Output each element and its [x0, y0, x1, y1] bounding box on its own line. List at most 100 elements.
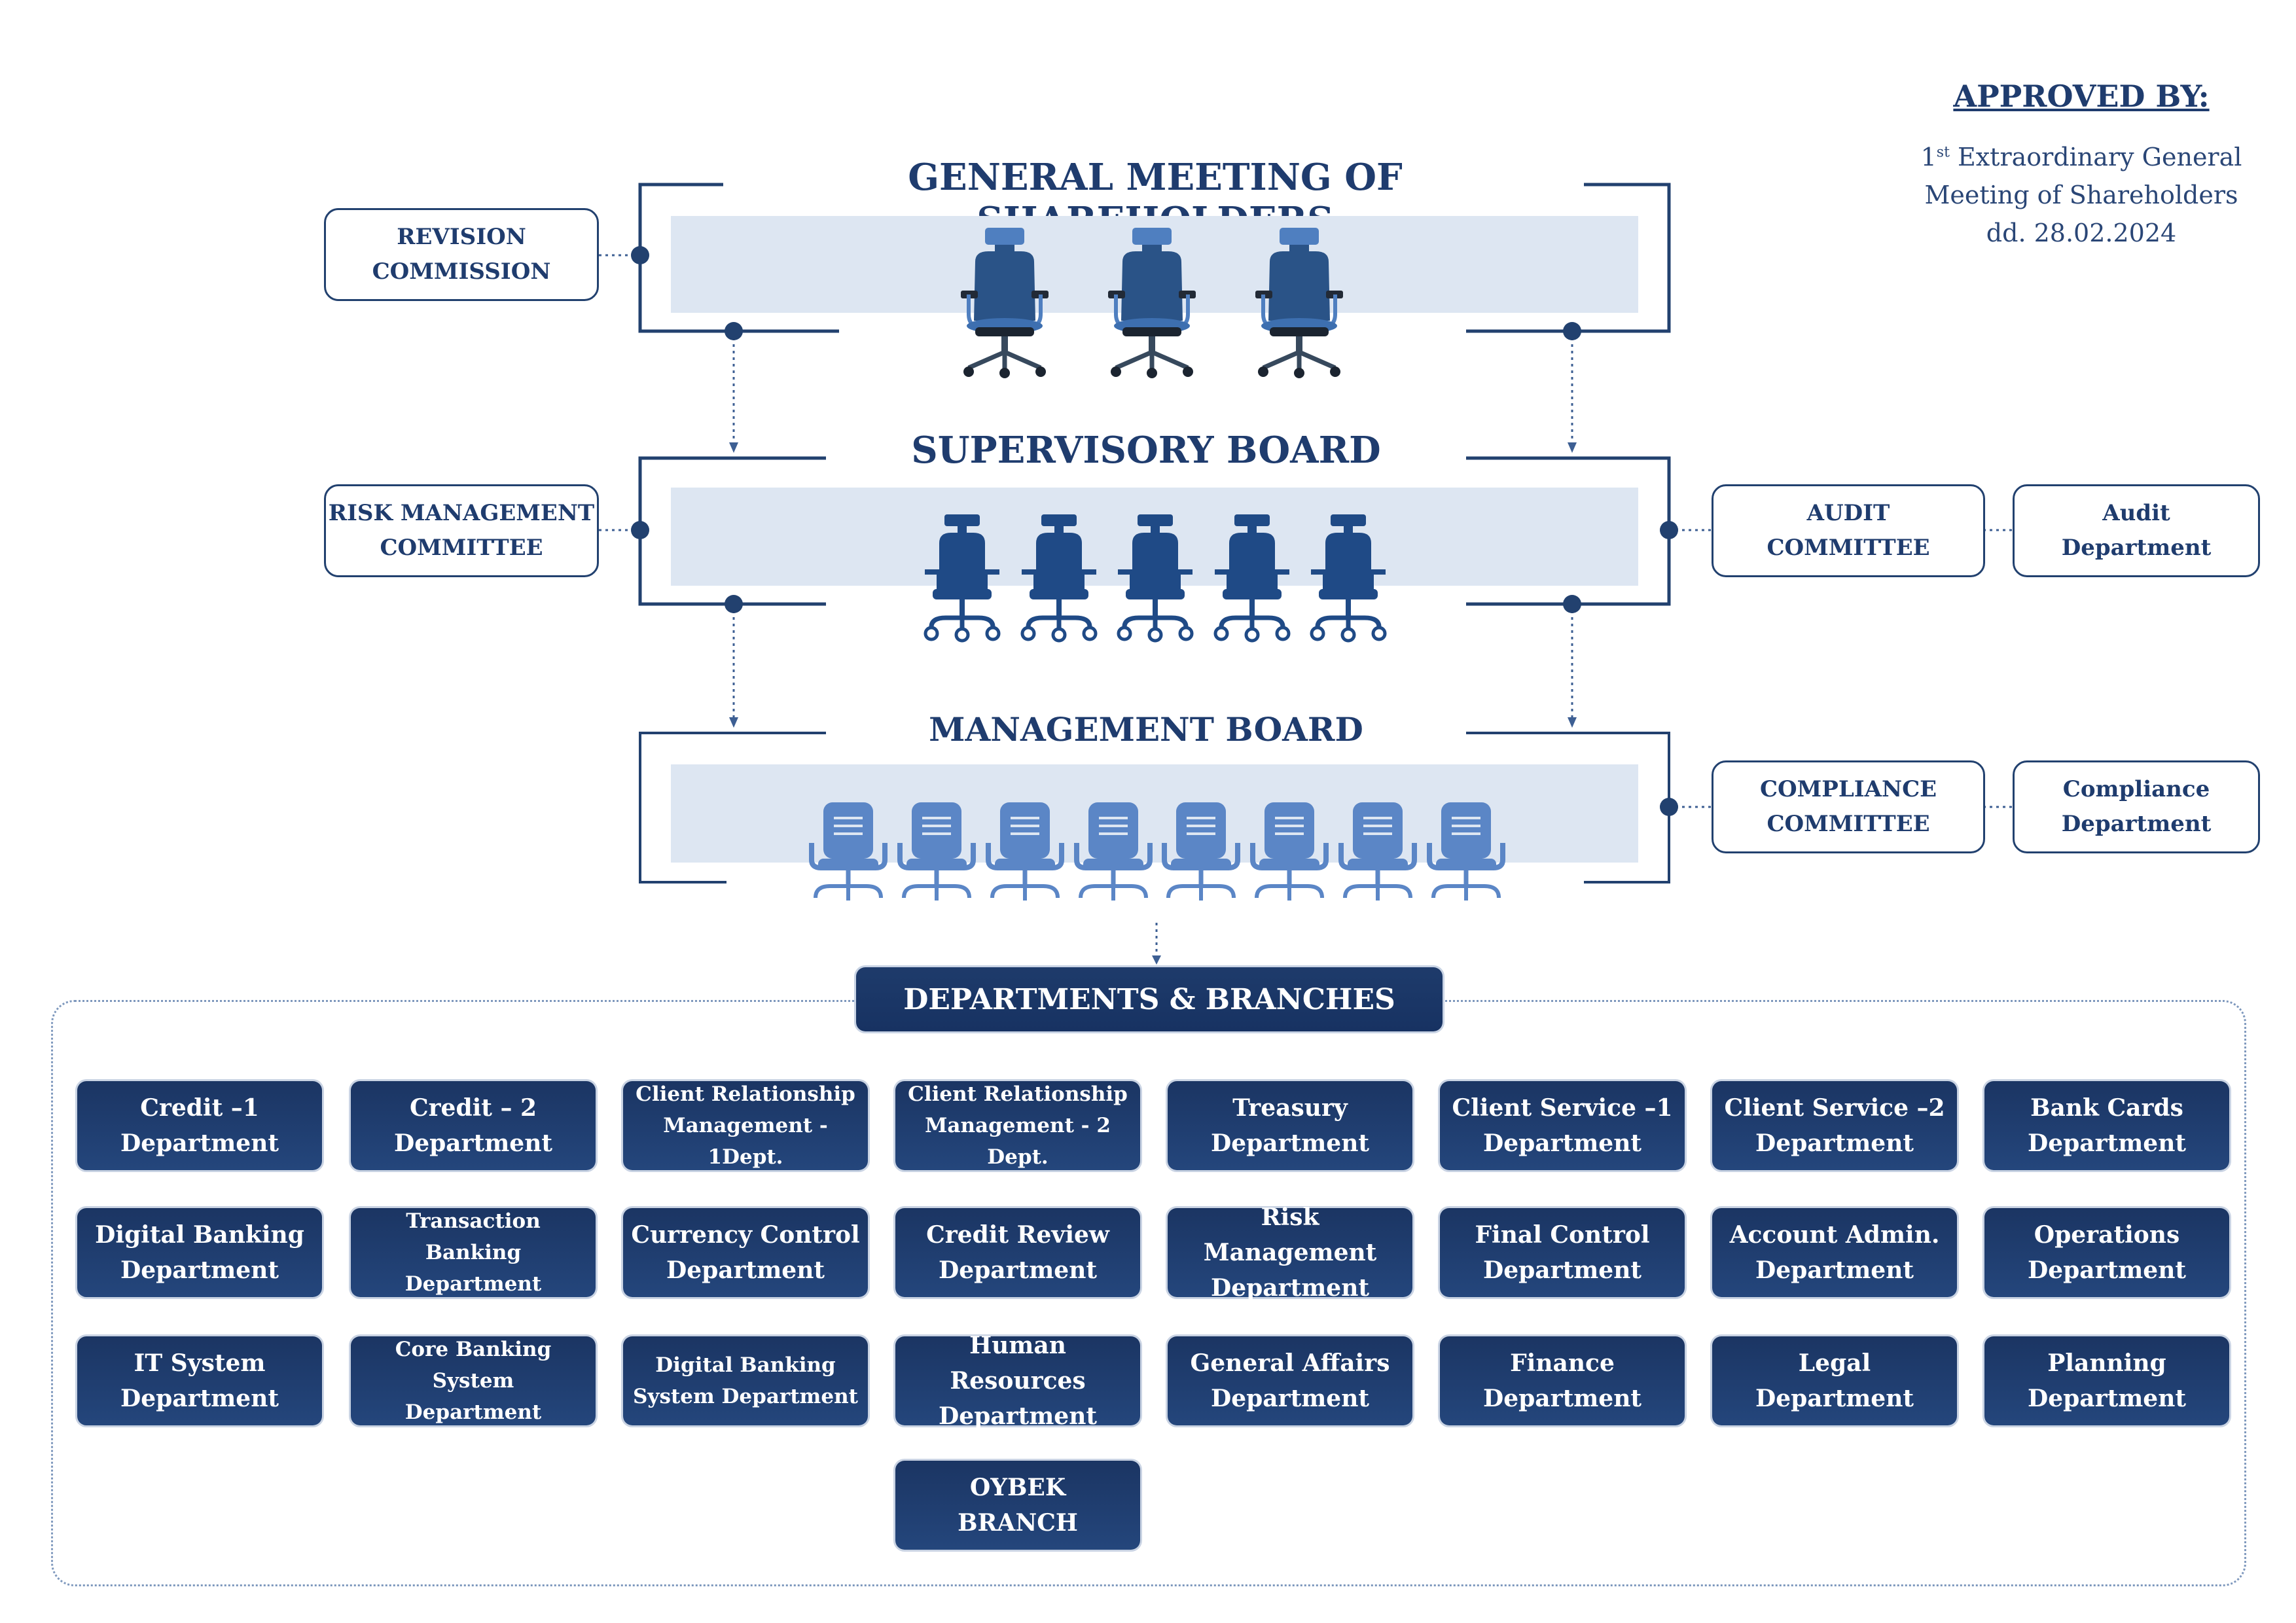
task-chair-icon — [1426, 802, 1505, 901]
department-label-line-1: General Affairs — [1190, 1349, 1390, 1377]
department-label-line-1: Digital Banking — [95, 1221, 304, 1249]
approval-line-1: 1st Extraordinary General — [1920, 143, 2242, 171]
department-label-line-2: Department — [404, 1272, 542, 1296]
audit-committee-label-1: AUDIT — [1806, 500, 1890, 526]
audit-department-label-1: Audit — [2102, 500, 2170, 526]
department-label-line-1: Risk Management — [1203, 1204, 1377, 1266]
department-label-line-2: Department — [938, 1257, 1097, 1284]
department-label-line-1: Treasury — [1232, 1094, 1348, 1122]
department-label-line-1: Final Control — [1475, 1221, 1650, 1249]
department-label-line-2: System Department — [633, 1385, 858, 1408]
revision-commission-label-2: COMMISSION — [372, 259, 551, 285]
compliance-department-box: Compliance Department — [2013, 760, 2260, 853]
department-box: Credit –1 Department — [77, 1081, 322, 1170]
audit-committee-box: AUDIT COMMITTEE — [1712, 484, 1985, 577]
office-chair-icon — [1213, 514, 1290, 643]
compliance-department-label-2: Department — [2061, 811, 2212, 837]
compliance-committee-box: COMPLIANCE COMMITTEE — [1712, 760, 1985, 853]
audit-committee-label-2: COMMITTEE — [1767, 535, 1930, 561]
department-label-line-1: Transaction Banking — [406, 1209, 541, 1264]
department-label-line-2: Department — [1755, 1385, 1914, 1412]
department-label-line-2: BRANCH — [958, 1509, 1078, 1537]
approval-line-2: Meeting of Shareholders — [1924, 181, 2238, 209]
compliance-committee-label-2: COMMITTEE — [1767, 811, 1930, 837]
task-chair-icon — [985, 802, 1064, 901]
department-label-line-2: Department — [2027, 1385, 2186, 1412]
department-label-line-1: Legal — [1798, 1349, 1871, 1377]
departments-header: DEPARTMENTS & BRANCHES — [856, 967, 1443, 1031]
executive-chair-icon — [1255, 228, 1343, 378]
department-label-line-2: Department — [1755, 1257, 1914, 1284]
department-label-line-2: Department — [666, 1257, 825, 1284]
department-label-line-1: Credit –1 — [140, 1094, 259, 1122]
department-label-line-1: Client Relationship — [908, 1082, 1128, 1106]
office-chair-icon — [1117, 514, 1194, 643]
department-label-line-1: Bank Cards — [2030, 1094, 2183, 1122]
department-label-line-1: Client Service –2 — [1724, 1094, 1945, 1122]
office-chair-icon — [1310, 514, 1387, 643]
department-label-line-1: Currency Control — [631, 1221, 860, 1249]
department-label-line-2: Department — [1482, 1130, 1641, 1157]
department-label-line-2: Department — [120, 1130, 279, 1157]
executive-chair-icon — [1108, 228, 1196, 378]
task-chair-icon — [1162, 802, 1241, 901]
department-label-line-2: Department — [1755, 1130, 1914, 1157]
department-label-line-2: Department — [2027, 1257, 2186, 1284]
task-chair-icon — [809, 802, 888, 901]
audit-department-box: Audit Department — [2013, 484, 2260, 577]
department-label-line-2: Management - 1Dept. — [663, 1114, 828, 1169]
department-label-line-1: Human Resources — [950, 1332, 1086, 1395]
department-label-line-2: Department — [1482, 1385, 1641, 1412]
department-label-line-2: Department — [938, 1402, 1097, 1430]
department-label-line-2: Department — [393, 1130, 552, 1157]
department-label-line-2: Department — [1482, 1257, 1641, 1284]
department-label-line-1: Credit Review — [926, 1221, 1109, 1249]
department-label-line-1: Finance — [1510, 1349, 1615, 1377]
compliance-department-label-1: Compliance — [2062, 776, 2210, 802]
task-chair-icon — [1338, 802, 1418, 901]
department-label-line-1: Planning — [2047, 1349, 2166, 1377]
department-label-line-2: Management - 2 Dept. — [925, 1114, 1111, 1169]
department-label-line-1: Client Service –1 — [1452, 1094, 1673, 1122]
supervisory-board-title: SUPERVISORY BOARD — [911, 429, 1381, 472]
department-label-line-1: Client Relationship — [636, 1082, 855, 1106]
department-label-line-2: Department — [120, 1257, 279, 1284]
revision-commission-box: REVISION COMMISSION — [324, 208, 599, 301]
department-label-line-1: IT System — [134, 1349, 266, 1377]
department-label-line-1: Digital Banking — [655, 1353, 836, 1377]
risk-committee-label-2: COMMITTEE — [380, 535, 543, 561]
branch-box: OYBEK BRANCH — [895, 1461, 1140, 1550]
office-chair-icon — [1020, 514, 1097, 643]
department-label-line-2: Department — [120, 1385, 279, 1412]
task-chair-icon — [1250, 802, 1329, 901]
task-chair-icon — [897, 802, 976, 901]
department-label-line-2: Department — [2027, 1130, 2186, 1157]
supervisory-board-seats — [920, 512, 1391, 643]
department-label-line-1: Operations — [2034, 1221, 2180, 1249]
office-chair-icon — [924, 514, 1001, 643]
executive-chair-icon — [961, 228, 1049, 378]
compliance-committee-label-1: COMPLIANCE — [1759, 776, 1937, 802]
department-box: Client Service –2 Department — [1712, 1081, 1957, 1170]
department-box: Account Admin.Department — [1712, 1208, 1957, 1297]
department-label-line-1: OYBEK — [969, 1474, 1066, 1501]
department-label-line-1: Credit – 2 — [409, 1094, 537, 1122]
audit-department-label-2: Department — [2061, 535, 2212, 561]
